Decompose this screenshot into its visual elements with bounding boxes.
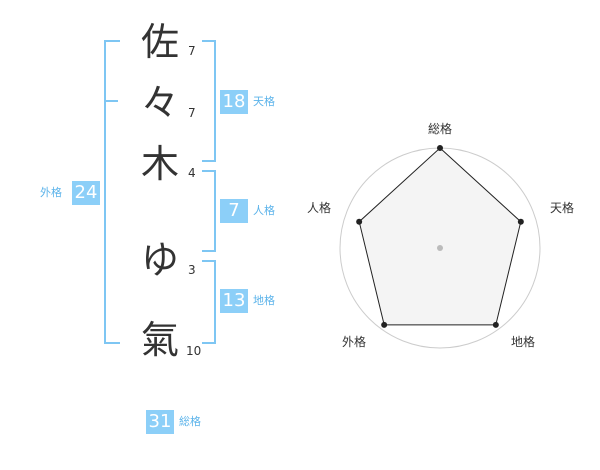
radar-point [437, 145, 443, 151]
radar-point [517, 218, 524, 225]
soukaku-score: 31 [146, 410, 174, 434]
radar-point [492, 321, 499, 328]
stroke-count-4: 3 [188, 263, 196, 277]
name-char-4: ゆ [140, 238, 179, 282]
radar-point [381, 321, 388, 328]
chikaku-bracket [202, 260, 216, 344]
tenkaku-score: 18 [220, 90, 248, 114]
gaikaku-score: 24 [72, 181, 100, 205]
stroke-count-5: 10 [186, 344, 202, 358]
tenkaku-bracket [202, 40, 216, 162]
name-char-3: 木 [140, 142, 179, 186]
stroke-count-3: 4 [188, 166, 196, 180]
stroke-count-1: 7 [188, 44, 196, 58]
gaikaku-bracket-divider [104, 100, 118, 102]
soukaku-label: 総格 [179, 415, 201, 428]
gaikaku-label: 外格 [40, 186, 62, 199]
radar-axis-label-tenkaku: 天格 [550, 200, 574, 215]
chikaku-score: 13 [220, 289, 248, 313]
name-char-1: 佐 [140, 20, 179, 64]
radar-axis-label-chikaku: 地格 [511, 334, 535, 349]
jinkaku-bracket [202, 170, 216, 252]
radar-axis-label-jinkaku: 人格 [307, 200, 331, 215]
radar-series-polygon [358, 147, 522, 326]
gaikaku-bracket [104, 40, 120, 344]
stroke-count-2: 7 [188, 106, 196, 120]
radar-axis-label-soukaku: 総格 [428, 121, 452, 136]
tenkaku-label: 天格 [253, 95, 275, 108]
name-char-2: 々 [140, 81, 179, 125]
jinkaku-score: 7 [220, 199, 248, 223]
name-char-5: 氣 [140, 318, 179, 362]
radar-chart: 総格 天格 地格 外格 人格 [307, 121, 574, 349]
radar-axis-label-gaikaku: 外格 [342, 334, 366, 349]
radar-point [356, 218, 363, 225]
radar-center-dot [437, 245, 443, 251]
jinkaku-label: 人格 [253, 204, 275, 217]
chikaku-label: 地格 [253, 294, 275, 307]
